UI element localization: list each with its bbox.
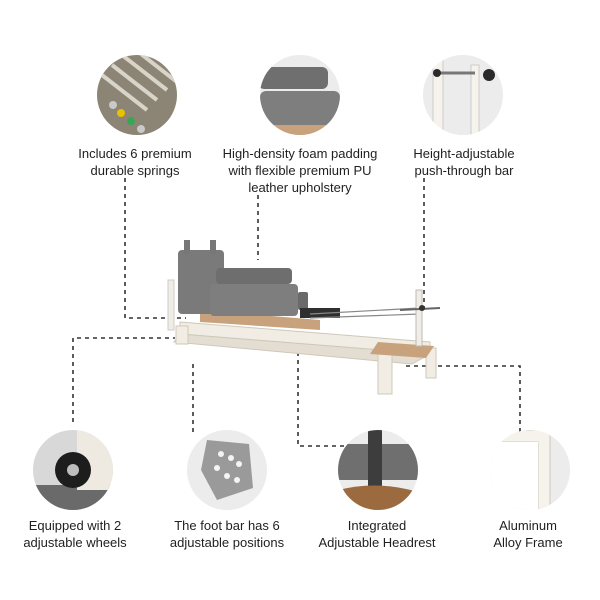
caption-line: The foot bar has 6: [174, 518, 280, 533]
callout-line-springs: [124, 178, 186, 319]
caption-headrest: Integrated Adjustable Headrest: [318, 517, 435, 551]
pushbar-image: [423, 55, 503, 135]
springs-image: [97, 55, 177, 135]
reformer-machine-image: [167, 240, 441, 395]
caption-wheels: Equipped with 2 adjustable wheels: [23, 517, 126, 551]
caption-line: Equipped with 2: [28, 518, 122, 533]
caption-line: Height-adjustable: [413, 146, 515, 161]
caption-frame: Aluminum Alloy Frame: [493, 517, 562, 551]
caption-line: High-density foam padding: [222, 146, 378, 161]
callout-line-frame: [402, 365, 521, 432]
caption-line: durable springs: [90, 163, 180, 178]
caption-footbar: The foot bar has 6 adjustable positions: [170, 517, 284, 551]
caption-line: adjustable wheels: [23, 535, 127, 550]
frame-image: [490, 430, 570, 510]
caption-line: Adjustable Headrest: [318, 535, 436, 550]
wheels-image: [33, 430, 113, 510]
caption-line: with flexible premium PU: [228, 163, 372, 178]
headrest-image: [338, 430, 418, 510]
caption-pushbar: Height-adjustable push-through bar: [413, 145, 514, 179]
caption-springs: Includes 6 premium durable springs: [78, 145, 191, 179]
caption-padding: High-density foam padding with flexible …: [223, 145, 378, 196]
footbar-image: [187, 430, 267, 510]
caption-line: Alloy Frame: [493, 535, 563, 550]
caption-line: Integrated: [347, 518, 407, 533]
caption-line: push-through bar: [414, 163, 514, 178]
caption-line: leather upholstery: [248, 180, 352, 195]
caption-line: Aluminum: [499, 518, 557, 533]
caption-line: Includes 6 premium: [78, 146, 192, 161]
padding-image: [260, 55, 340, 135]
caption-line: adjustable positions: [169, 535, 285, 550]
callout-line-wheels: [72, 337, 175, 422]
